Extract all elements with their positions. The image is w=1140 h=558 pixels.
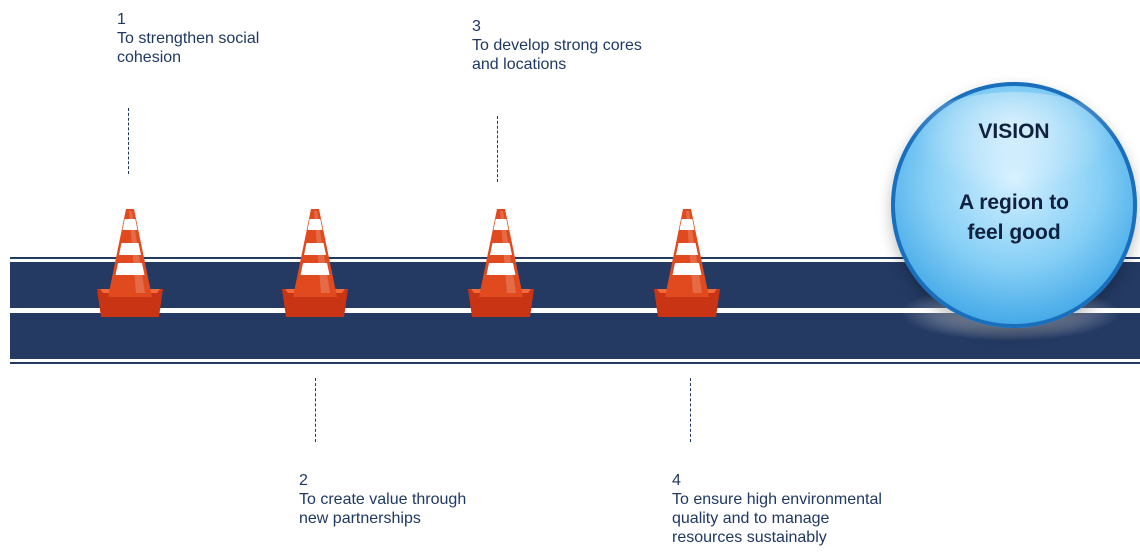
connector-line-2 — [315, 378, 316, 442]
vision-title: VISION — [978, 120, 1050, 143]
step-text: To ensure high environmental quality and… — [672, 491, 882, 546]
traffic-cone-icon — [468, 209, 534, 317]
traffic-cone-icon — [97, 209, 163, 317]
step-number: 4 — [672, 472, 681, 489]
vision-circle: VISION A region to feel good — [891, 82, 1137, 328]
step-text: To develop strong cores and locations — [472, 37, 642, 73]
step-2: 2 To create value through new partnershi… — [299, 471, 539, 528]
traffic-cone-icon — [654, 209, 720, 317]
step-number: 2 — [299, 472, 308, 489]
step-text: To create value through new partnerships — [299, 491, 467, 527]
step-number: 1 — [117, 11, 126, 28]
connector-line-4 — [690, 378, 691, 442]
step-text: To strengthen social cohesion — [117, 30, 260, 66]
step-1: 1 To strengthen social cohesion — [117, 10, 357, 67]
traffic-cone-icon — [282, 209, 348, 317]
step-3: 3 To develop strong cores and locations — [472, 17, 712, 74]
step-number: 3 — [472, 18, 481, 35]
connector-line-3 — [497, 116, 498, 182]
connector-line-1 — [128, 108, 129, 174]
vision-subtitle: A region to feel good — [958, 191, 1070, 244]
step-4: 4 To ensure high environmental quality a… — [672, 471, 972, 547]
